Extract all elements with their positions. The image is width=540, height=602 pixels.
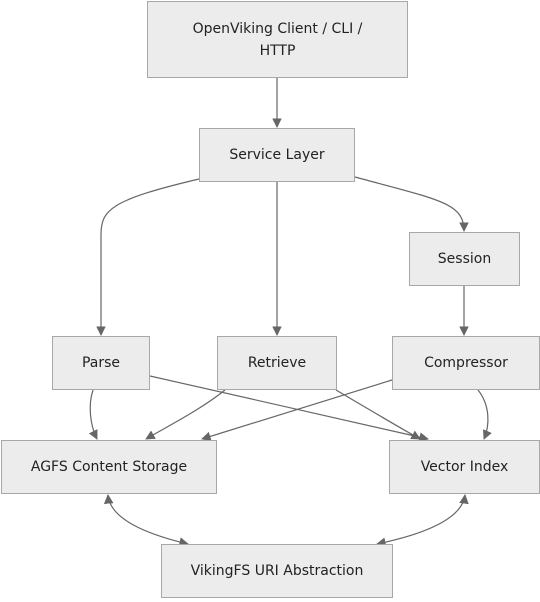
node-retrieve: Retrieve (217, 336, 337, 390)
edge-parse-vector (149, 375, 429, 442)
edge-retrieve-vector (335, 389, 421, 440)
node-label: Service Layer (229, 147, 325, 163)
node-label: Vector Index (420, 459, 509, 475)
node-openviking-client: OpenViking Client / CLI / HTTP (147, 1, 408, 78)
node-label: AGFS Content Storage (30, 459, 188, 475)
edge-compressor-agfs (201, 379, 393, 442)
node-label: Parse (81, 355, 121, 371)
node-service-layer: Service Layer (199, 128, 355, 182)
edge-retrieve-agfs (145, 389, 226, 440)
node-vector-index: Vector Index (389, 440, 540, 494)
edge-vector-vikingfs (376, 494, 469, 547)
node-compressor: Compressor (392, 336, 540, 390)
node-parse: Parse (52, 336, 150, 390)
node-agfs-content-storage: AGFS Content Storage (1, 440, 217, 494)
edge-compressor-vector (477, 389, 492, 440)
edge-service-parse (96, 178, 200, 336)
node-label: Retrieve (247, 355, 307, 371)
node-session: Session (409, 232, 520, 286)
edge-agfs-vikingfs (103, 494, 189, 547)
node-label: Compressor (424, 355, 508, 371)
node-label: OpenViking Client / CLI / HTTP (192, 20, 363, 59)
edge-parse-agfs (88, 389, 98, 440)
edge-service-session (354, 176, 469, 232)
node-label: VikingFS URI Abstraction (190, 563, 364, 579)
node-vikingfs-uri-abstraction: VikingFS URI Abstraction (161, 544, 393, 598)
node-label: Session (437, 251, 492, 267)
